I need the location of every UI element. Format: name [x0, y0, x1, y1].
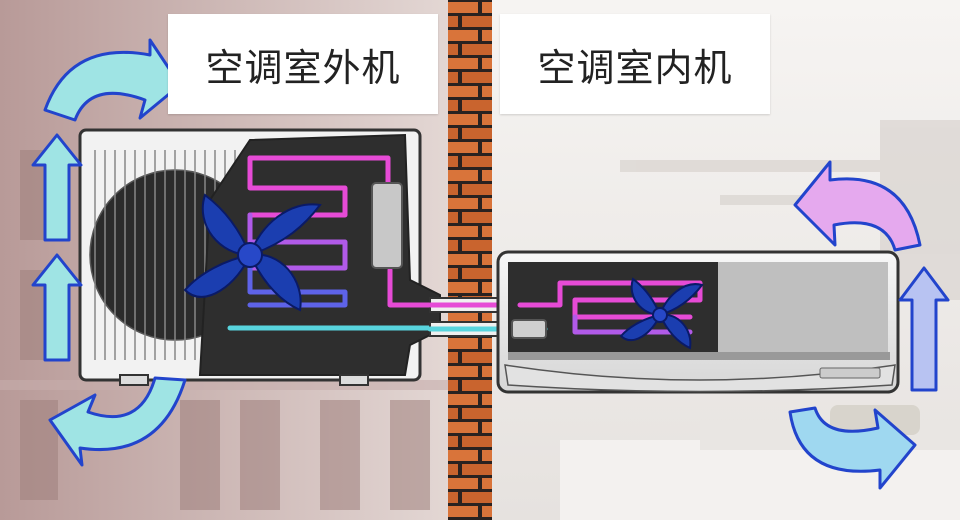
outdoor-coil: [227, 155, 433, 331]
up-arrow-icon: [31, 133, 83, 362]
brick-wall: [448, 0, 492, 520]
up-arrow-icon: [898, 266, 950, 392]
circular-arrow-icon: [43, 38, 187, 467]
indoor-valve: [511, 319, 547, 339]
fan-icon: [183, 193, 322, 312]
indoor-unit: [496, 250, 900, 394]
outdoor-compressor: [371, 182, 403, 269]
fan-icon: [619, 277, 704, 350]
circular-arrow-icon: [788, 160, 922, 490]
indoor-unit-label: 空调室内机: [500, 14, 770, 114]
outdoor-unit-label: 空调室外机: [168, 14, 438, 114]
